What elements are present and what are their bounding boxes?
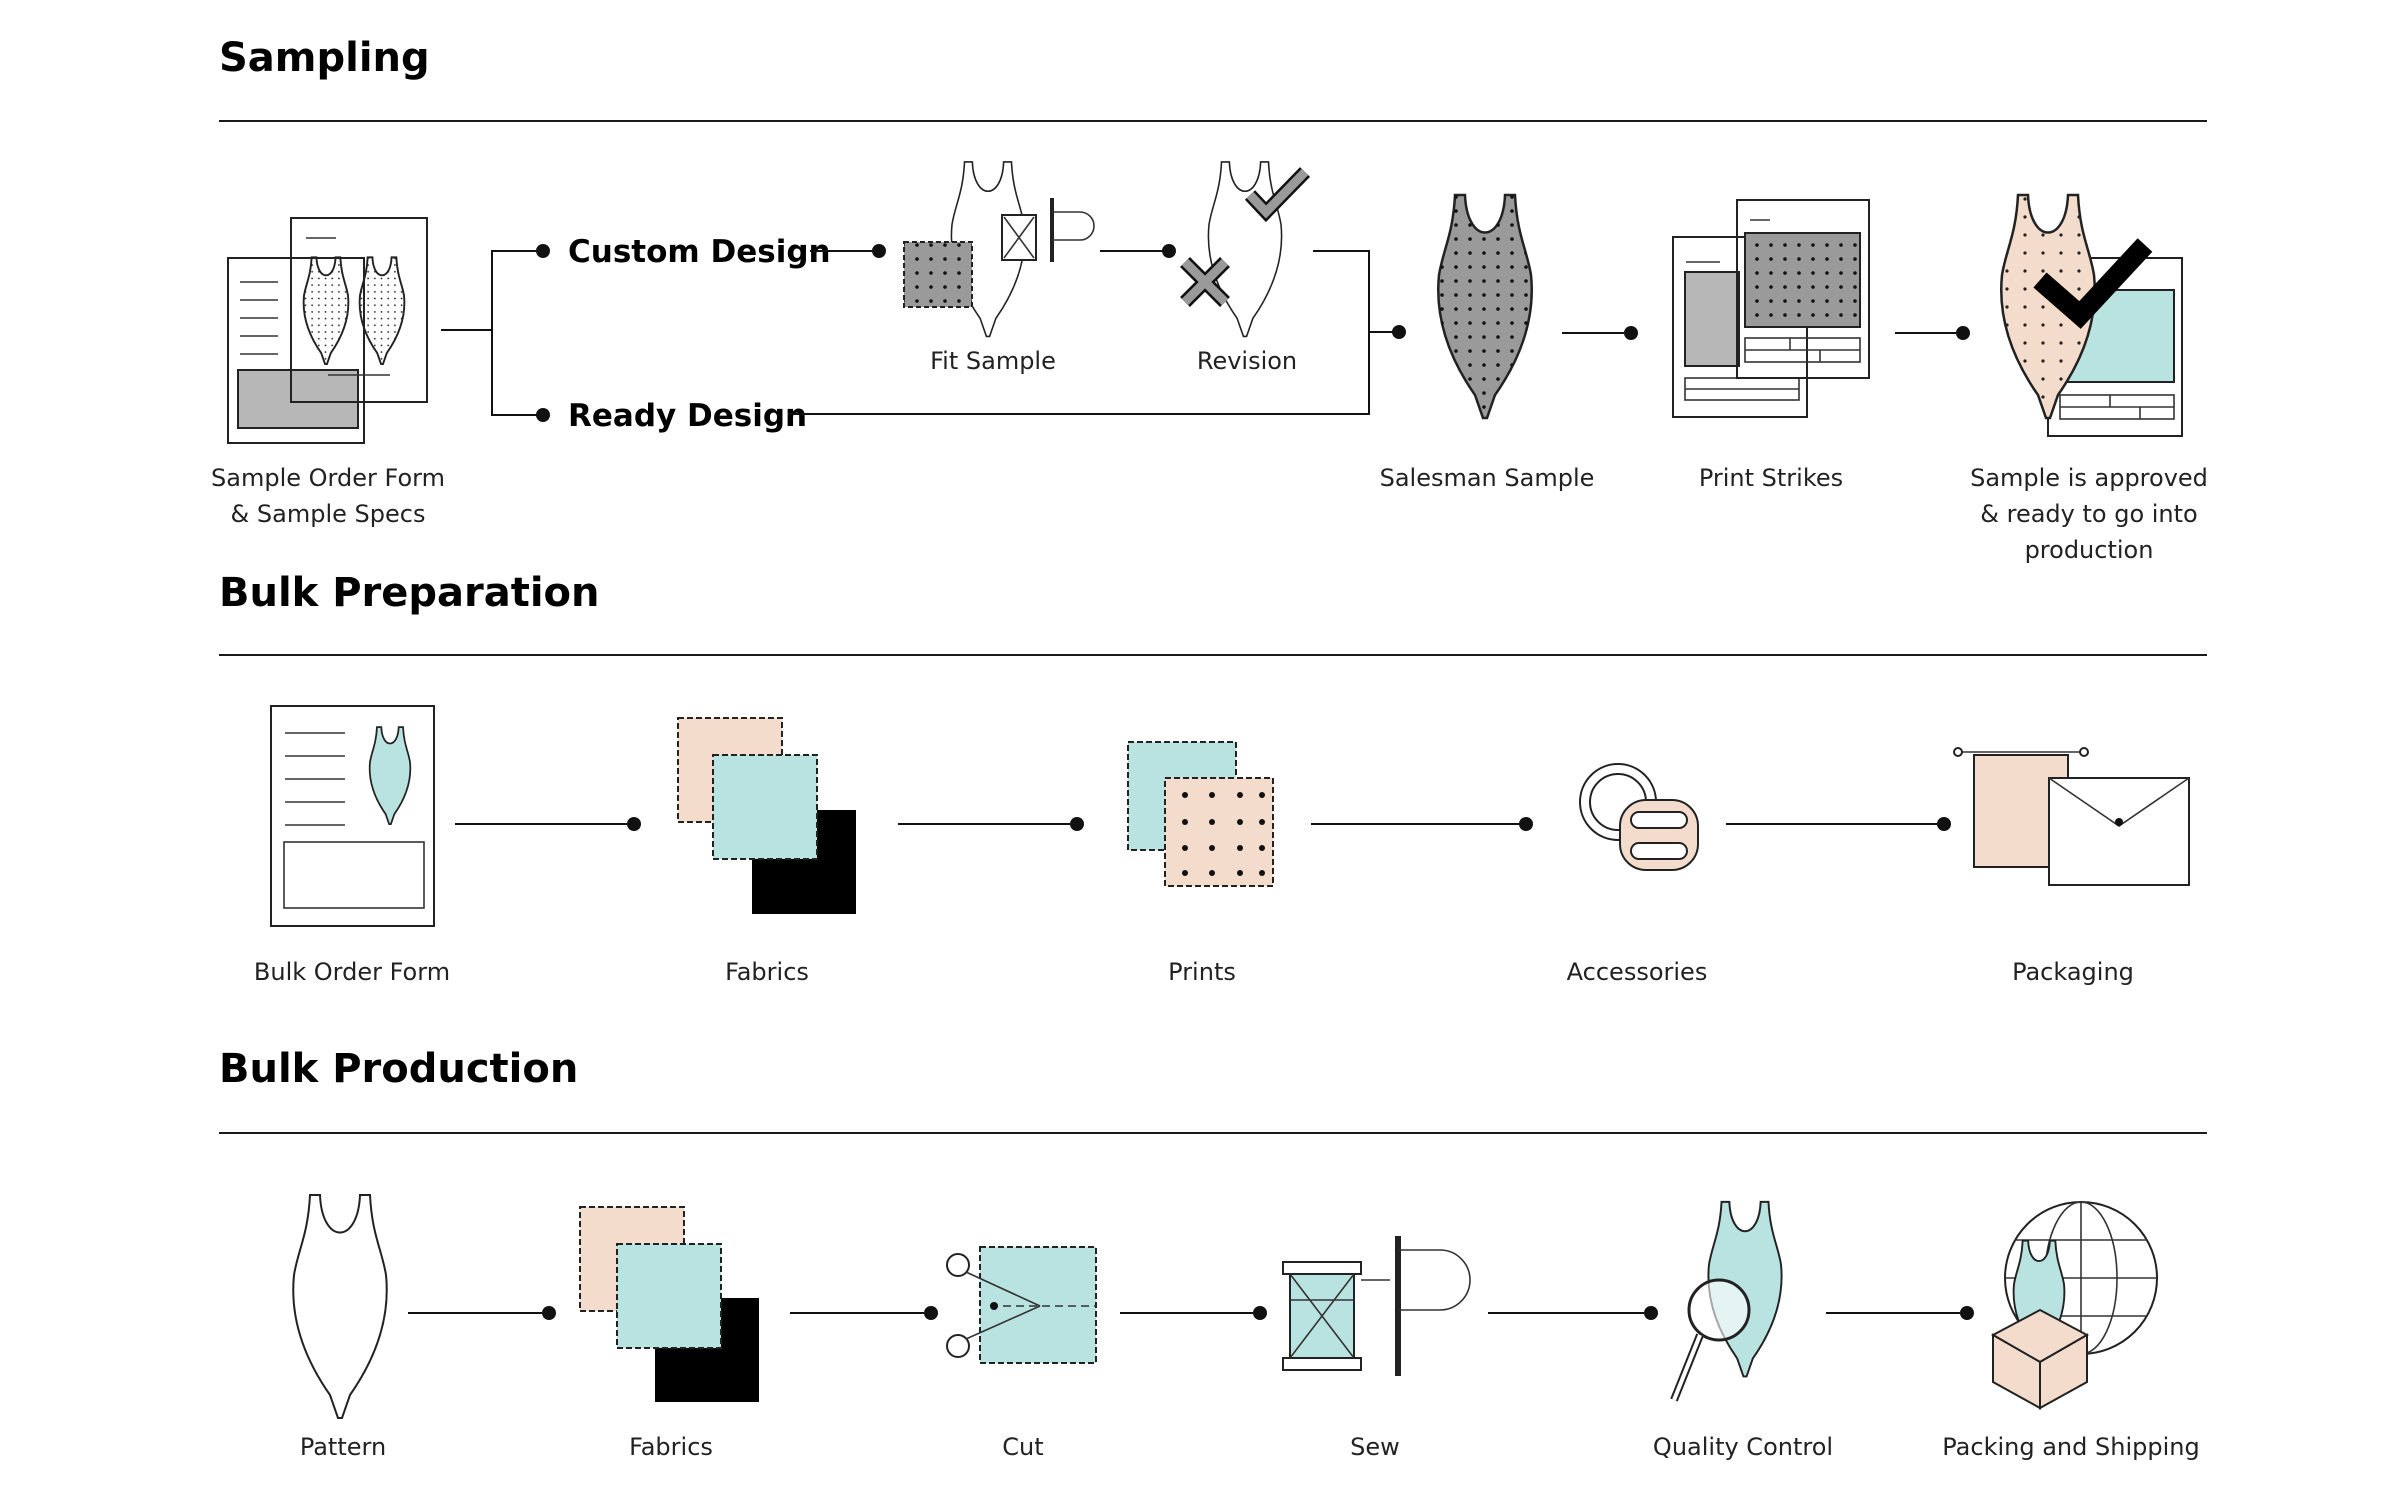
connector-dot <box>1960 1306 1974 1320</box>
print-strikes-icon <box>1672 199 1870 418</box>
svg-text:& ready to go into: & ready to go into <box>1980 500 2197 528</box>
accessories-icon <box>1579 763 1699 871</box>
fabrics-icon <box>677 717 856 914</box>
fabrics-icon <box>579 1206 759 1402</box>
connector-dot <box>1253 1306 1267 1320</box>
svg-text:Sample Order Form: Sample Order Form <box>211 464 445 492</box>
sample-approved-icon <box>1999 193 2183 437</box>
production-step-caption: Fabrics <box>629 1433 713 1461</box>
sample-approved-caption: Sample is approved & ready to go into pr… <box>1970 464 2208 564</box>
section-title-sampling: Sampling <box>219 35 430 81</box>
svg-text:Sample is approved: Sample is approved <box>1970 464 2208 492</box>
bulk-step-caption: Packaging <box>2012 958 2134 986</box>
connector-dot <box>1070 817 1084 831</box>
connector-dot <box>1519 817 1533 831</box>
sew-icon <box>1282 1236 1471 1376</box>
production-step-caption: Cut <box>1002 1433 1043 1461</box>
cut-icon <box>946 1246 1097 1364</box>
revision-icon <box>1180 161 1311 338</box>
revision-caption: Revision <box>1197 347 1297 375</box>
fit-sample-caption: Fit Sample <box>930 347 1056 375</box>
prints-icon <box>1127 741 1274 887</box>
quality-control-icon <box>1670 1200 1783 1402</box>
bulk-step-caption: Prints <box>1168 958 1236 986</box>
custom-design-connector <box>788 244 1406 415</box>
packing-and-shipping-icon <box>1990 1201 2158 1410</box>
production-step-caption: Sew <box>1350 1433 1400 1461</box>
production-step-caption: Packing and Shipping <box>1942 1433 2199 1461</box>
connector-dot <box>542 1306 556 1320</box>
production-step-caption: Pattern <box>300 1433 386 1461</box>
bulk-step-caption: Accessories <box>1567 958 1708 986</box>
svg-text:production: production <box>2025 536 2154 564</box>
sample-order-form-icon <box>227 217 428 444</box>
connector-dot <box>1624 326 1638 340</box>
connector-dot <box>1644 1306 1658 1320</box>
connector-dot <box>627 817 641 831</box>
salesman-sample-icon <box>1436 193 1534 420</box>
order-form-caption: Sample Order Form & Sample Specs <box>211 464 445 528</box>
bulk-step-caption: Bulk Order Form <box>254 958 450 986</box>
pattern-icon <box>292 1194 388 1419</box>
salesman-sample-caption: Salesman Sample <box>1380 464 1595 492</box>
bulk-step-caption: Fabrics <box>725 958 809 986</box>
connector-dot <box>1937 817 1951 831</box>
ready-design-label: Ready Design <box>568 398 807 434</box>
print-strikes-caption: Print Strikes <box>1699 464 1843 492</box>
svg-text:& Sample Specs: & Sample Specs <box>231 500 426 528</box>
branch-connector <box>441 244 550 422</box>
connector-dot <box>924 1306 938 1320</box>
section-title-bulk-preparation: Bulk Preparation <box>219 570 600 616</box>
production-step-caption: Quality Control <box>1653 1433 1833 1461</box>
section-title-bulk-production: Bulk Production <box>219 1046 578 1092</box>
connector-dot <box>1956 326 1970 340</box>
fit-sample-icon <box>903 160 1095 338</box>
custom-design-label: Custom Design <box>568 234 831 270</box>
packaging-icon <box>1953 747 2190 886</box>
bulk-order-form-icon <box>270 705 435 927</box>
